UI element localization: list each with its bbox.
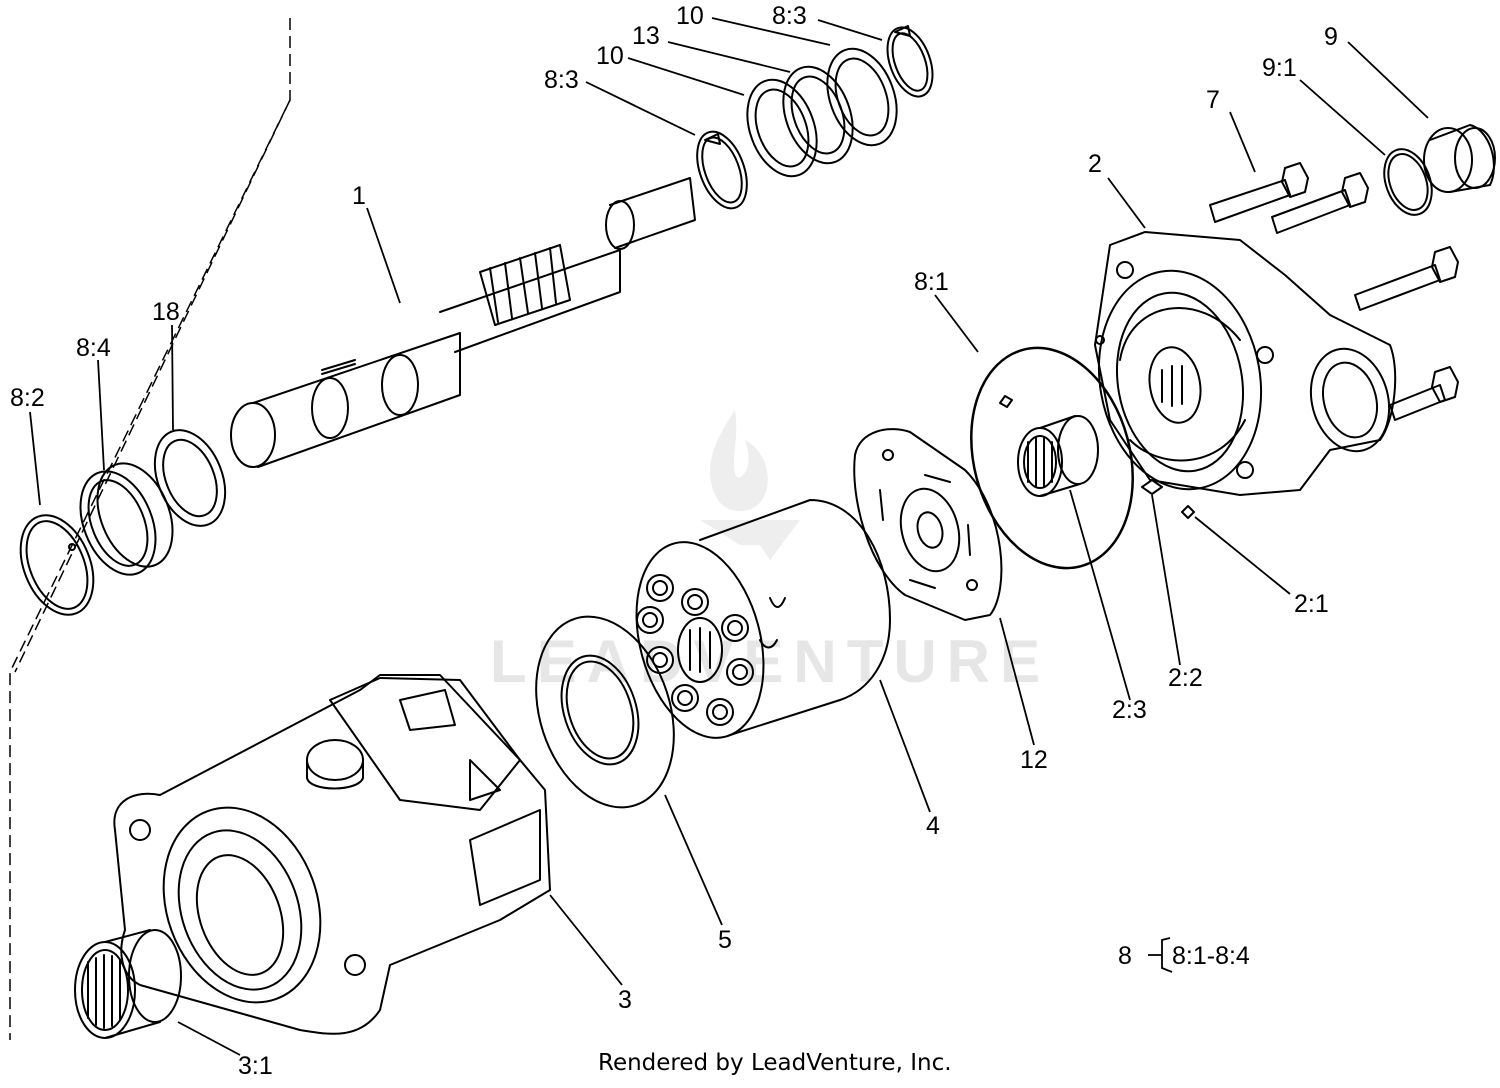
callout-13: 13	[632, 22, 660, 50]
boundary-dash-left	[9, 18, 291, 1040]
callout-2-3: 2:3	[1112, 696, 1147, 724]
callout-1: 1	[352, 182, 366, 210]
part-7-bolt-3[interactable]	[1354, 246, 1459, 311]
callout-4: 4	[926, 812, 940, 840]
part-9-plug[interactable]	[1423, 124, 1496, 193]
watermark-text: LEADVENTURE	[490, 628, 1050, 695]
part-18-washer[interactable]	[142, 420, 239, 537]
callout-12: 12	[1020, 746, 1048, 774]
footer-credit: Rendered by LeadVenture, Inc.	[598, 1050, 952, 1076]
part-10-washer-a[interactable]	[735, 70, 829, 186]
part-12-valve-plate[interactable]	[853, 428, 1003, 621]
kit-legend-number: 8	[1118, 942, 1132, 970]
callout-18: 18	[152, 298, 180, 326]
part-2-3-bearing[interactable]	[1017, 415, 1099, 497]
part-1-shaft[interactable]	[230, 177, 696, 468]
part-8-1-dowel[interactable]	[999, 395, 1013, 408]
part-13-washer[interactable]	[771, 57, 865, 173]
callout-2: 2	[1088, 150, 1102, 178]
callout-labels: 10 8:3 13 10 8:3 9 9:1 7 2 1 8:1 18 8:4 …	[10, 2, 1338, 1080]
part-3-1-bearing[interactable]	[74, 929, 182, 1039]
callout-8-2: 8:2	[10, 384, 45, 412]
part-8-2-retaining-ring[interactable]	[7, 504, 107, 625]
part-2-endcap[interactable]	[1082, 231, 1400, 502]
part-7-bolt-1[interactable]	[1209, 162, 1309, 223]
callout-8-3-b: 8:3	[772, 2, 807, 30]
part-5-thrust-plate[interactable]	[513, 599, 697, 826]
part-8-1-oring[interactable]	[948, 330, 1157, 587]
callout-5: 5	[718, 926, 732, 954]
kit-legend-range: 8:1-8:4	[1172, 942, 1250, 970]
callout-10-b: 10	[596, 42, 624, 70]
part-7-bolt-4[interactable]	[1389, 366, 1459, 421]
part-2-1-pin[interactable]	[1181, 505, 1195, 519]
callout-3: 3	[618, 986, 632, 1014]
part-10-washer-b[interactable]	[815, 39, 909, 155]
part-4-rotating-group[interactable]	[616, 499, 891, 752]
callout-2-2: 2:2	[1168, 664, 1203, 692]
callout-8-1: 8:1	[914, 268, 949, 296]
part-8-3-ring-a[interactable]	[688, 125, 757, 215]
callout-9: 9	[1324, 23, 1338, 51]
callout-2-1: 2:1	[1294, 590, 1329, 618]
leader-lines	[29, 17, 1429, 1056]
part-8-3-ring-b[interactable]	[879, 21, 941, 102]
part-2-2-pin[interactable]	[1141, 479, 1163, 495]
flame-logo-icon	[709, 410, 768, 512]
part-3-housing[interactable]	[113, 674, 551, 1035]
callout-8-3-a: 8:3	[544, 66, 579, 94]
boundary-dash-diag	[14, 99, 291, 673]
kit-legend: 8 8:1-8:4	[1118, 942, 1250, 970]
watermark: LEADVENTURE	[490, 410, 1050, 695]
part-9-1-oring[interactable]	[1376, 143, 1441, 222]
callout-3-1: 3:1	[238, 1052, 273, 1080]
callout-7: 7	[1206, 86, 1220, 114]
part-7-bolt-2[interactable]	[1271, 172, 1369, 234]
assembly-boundary	[9, 18, 291, 1040]
callout-10-a: 10	[676, 2, 704, 30]
callout-8-4: 8:4	[76, 334, 111, 362]
callout-9-1: 9:1	[1262, 54, 1297, 82]
